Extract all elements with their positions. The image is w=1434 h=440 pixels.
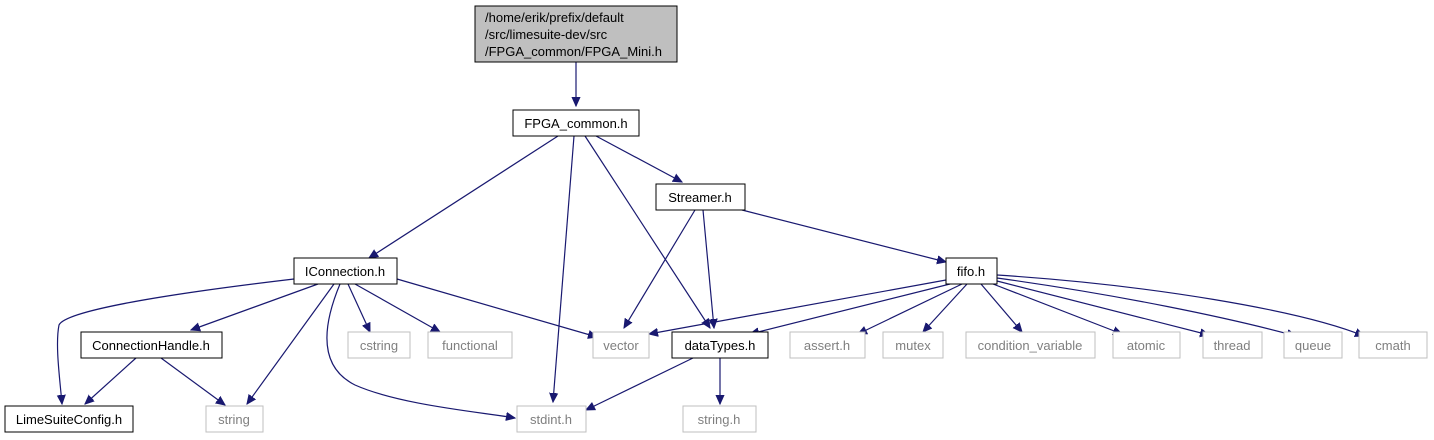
node-cmath[interactable]: cmath	[1358, 331, 1428, 359]
node-condition-variable[interactable]: condition_variable	[965, 331, 1096, 359]
node-fpga-common-label: FPGA_common.h	[524, 116, 627, 131]
node-root-line-2: /src/limesuite-dev/src	[485, 27, 608, 42]
edge-fifo-to-queue	[996, 277, 1296, 336]
node-streamer-h[interactable]: Streamer.h	[655, 183, 746, 211]
edge-connectionhandle-to-limesuiteconfig	[85, 357, 137, 404]
node-functional-label: functional	[442, 338, 498, 353]
node-assert-label: assert.h	[804, 338, 850, 353]
edge-fifo-to-assert	[858, 283, 963, 335]
node-connectionhandle-h[interactable]: ConnectionHandle.h	[80, 331, 223, 359]
node-streamer-label: Streamer.h	[668, 190, 732, 205]
edge-fpga-common-to-datatypes	[584, 135, 710, 328]
node-root-line-3: /FPGA_common/FPGA_Mini.h	[485, 44, 662, 59]
node-cmath-label: cmath	[1375, 338, 1410, 353]
edge-fifo-to-mutex	[923, 283, 968, 332]
node-thread-label: thread	[1214, 338, 1251, 353]
edge-fifo-to-cmath	[996, 274, 1364, 336]
edge-fifo-to-thread	[996, 280, 1209, 335]
node-root-line-1: /home/erik/prefix/default	[485, 10, 624, 25]
edge-streamer-to-datatypes	[702, 209, 714, 328]
node-thread[interactable]: thread	[1202, 331, 1263, 359]
edge-datatypes-to-stdint	[586, 357, 694, 411]
node-condition-variable-label: condition_variable	[978, 338, 1083, 353]
node-functional[interactable]: functional	[427, 331, 513, 359]
edge-fifo-to-vector	[649, 279, 947, 334]
node-vector-label: vector	[603, 338, 639, 353]
edge-streamer-to-vector	[624, 209, 696, 328]
node-string-h[interactable]: string.h	[682, 405, 757, 433]
node-atomic-label: atomic	[1127, 338, 1166, 353]
node-string-h-label: string.h	[698, 412, 741, 427]
node-cstring[interactable]: cstring	[347, 331, 411, 359]
edge-iconnection-to-cstring	[347, 283, 371, 332]
edge-iconnection-to-string	[247, 283, 335, 404]
node-limesuiteconfig-label: LimeSuiteConfig.h	[16, 412, 122, 427]
node-stdint-label: stdint.h	[530, 412, 572, 427]
edge-fpga-common-to-iconnection	[369, 135, 559, 258]
edge-fifo-to-condition-variable	[980, 283, 1022, 332]
node-root-fpga-mini-h[interactable]: /home/erik/prefix/default /src/limesuite…	[474, 5, 678, 63]
node-atomic[interactable]: atomic	[1112, 331, 1181, 359]
node-string-label: string	[218, 412, 250, 427]
node-vector[interactable]: vector	[592, 331, 650, 359]
node-iconnection-h[interactable]: IConnection.h	[293, 257, 398, 285]
node-mutex-label: mutex	[895, 338, 931, 353]
edge-fpga-common-to-stdint	[553, 135, 575, 402]
node-queue[interactable]: queue	[1283, 331, 1343, 359]
edge-iconnection-to-limesuiteconfig	[57, 278, 295, 404]
node-assert-h[interactable]: assert.h	[789, 331, 866, 359]
node-fifo-h[interactable]: fifo.h	[945, 257, 998, 285]
edge-connectionhandle-to-string	[160, 357, 225, 405]
edge-fifo-to-atomic	[992, 283, 1122, 334]
node-queue-label: queue	[1295, 338, 1331, 353]
node-fpga-common-h[interactable]: FPGA_common.h	[512, 109, 640, 137]
node-string[interactable]: string	[205, 405, 264, 433]
node-cstring-label: cstring	[360, 338, 398, 353]
node-stdint-h[interactable]: stdint.h	[516, 405, 587, 433]
node-connectionhandle-label: ConnectionHandle.h	[92, 338, 210, 353]
node-datatypes-label: dataTypes.h	[685, 338, 756, 353]
edge-iconnection-to-vector	[396, 278, 597, 337]
edge-fpga-common-to-streamer	[595, 135, 682, 182]
edge-fifo-to-datatypes	[750, 283, 951, 334]
node-iconnection-label: IConnection.h	[305, 264, 385, 279]
node-datatypes-h[interactable]: dataTypes.h	[671, 331, 769, 359]
edge-iconnection-to-stdint	[326, 283, 515, 418]
edge-iconnection-to-connectionhandle	[191, 283, 319, 330]
node-mutex[interactable]: mutex	[882, 331, 944, 359]
edge-iconnection-to-functional	[354, 283, 440, 332]
node-fifo-label: fifo.h	[957, 264, 985, 279]
node-limesuiteconfig-h[interactable]: LimeSuiteConfig.h	[4, 405, 134, 433]
nodes: /home/erik/prefix/default /src/limesuite…	[4, 5, 1428, 433]
edges	[57, 62, 1364, 418]
edge-streamer-to-fifo	[741, 209, 946, 262]
